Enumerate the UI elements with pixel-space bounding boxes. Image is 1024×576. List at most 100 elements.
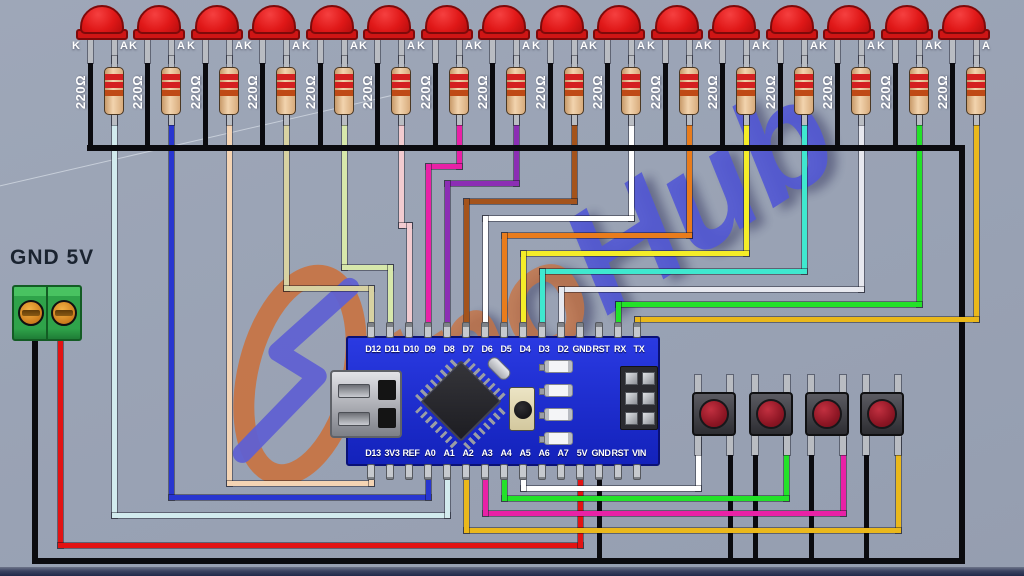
pin-label-TX: TX [633, 344, 645, 354]
led-dome [310, 5, 354, 34]
led-lead-anode [858, 33, 864, 63]
led-lead-cathode [604, 33, 610, 63]
resistor-value-label: 220Ω [360, 74, 375, 110]
bottom-border-strip [0, 567, 1024, 576]
usb-slot [338, 412, 370, 426]
pin-label-D9: D9 [424, 344, 436, 354]
pin-top-D2 [557, 322, 565, 338]
resistor-lead [973, 55, 979, 73]
pin-top-RX [614, 322, 622, 338]
wire-led-10-white-to-D6 [628, 115, 634, 221]
wire-button-1-white-to-A5 [520, 485, 701, 491]
resistor-value-label: 220Ω [188, 74, 203, 110]
resistor-band [622, 74, 640, 80]
resistor-lead [858, 109, 864, 125]
led-lead-anode [801, 33, 807, 63]
resistor-body [334, 67, 354, 115]
terminal-screw-5V [51, 300, 77, 326]
button-leg [840, 375, 846, 397]
resistor-body [449, 67, 469, 115]
wire-led-16-gold-to-TX [634, 316, 979, 322]
resistor-lead [456, 55, 462, 73]
resistor-band [680, 90, 698, 96]
led-dome [885, 5, 929, 34]
pin-label-D11: D11 [384, 344, 400, 354]
led-dome [252, 5, 296, 34]
wire-led-9-brown-to-D7 [463, 198, 469, 331]
button-1-gnd-wire [727, 437, 733, 564]
pin-bottom-VIN [633, 464, 641, 480]
pin-bottom-RST [614, 464, 622, 480]
wire-led-8-purple-to-D8 [444, 180, 450, 331]
led-anode-label: A [637, 40, 645, 52]
header-pin [625, 412, 638, 425]
smd-component [539, 432, 573, 445]
led-cathode-label: K [474, 40, 482, 52]
led-lead-anode [628, 33, 634, 63]
led-dome [540, 5, 584, 34]
resistor-body [161, 67, 181, 115]
led-cathode-label: K [417, 40, 425, 52]
pin-label-D2: D2 [557, 344, 569, 354]
pin-label-A7: A7 [557, 448, 569, 458]
pin-label-A3: A3 [481, 448, 493, 458]
button-leg [752, 433, 758, 455]
pin-top-RST [595, 322, 603, 338]
led-lead-cathode [202, 33, 208, 63]
pin-bottom-A2 [462, 464, 470, 480]
header-pin [642, 392, 655, 405]
pin-bottom-D13 [367, 464, 375, 480]
led-lead-anode [111, 33, 117, 63]
led-anode-label: A [407, 40, 415, 52]
resistor-band [622, 82, 640, 88]
resistor-lead [341, 55, 347, 73]
button-leg [727, 375, 733, 397]
wire-led-5-pale-green-to-D11 [341, 115, 347, 270]
button-3-gnd-wire [808, 437, 814, 564]
resistor-lead [456, 109, 462, 125]
pin-top-D7 [462, 322, 470, 338]
resistor-lead [168, 109, 174, 125]
resistor-band [795, 82, 813, 88]
led-lead-cathode [719, 33, 725, 63]
button-leg [895, 433, 901, 455]
resistor-band [507, 90, 525, 96]
resistor-band [162, 90, 180, 96]
pin-label-REF: REF [402, 448, 420, 458]
button-leg [863, 433, 869, 455]
button-leg [784, 433, 790, 455]
led-lead-anode [168, 33, 174, 63]
led-anode-label: A [177, 40, 185, 52]
led-13-cathode-wire [777, 55, 783, 151]
led-14-cathode-wire [834, 55, 840, 151]
pin-label-D5: D5 [500, 344, 512, 354]
resistor-value-label: 220Ω [475, 74, 490, 110]
pin-top-D12 [367, 322, 375, 338]
led-lead-cathode [87, 33, 93, 63]
push-button-cap [867, 399, 897, 429]
wire-led-3-peach-to-D13 [226, 115, 232, 486]
resistor-lead [571, 55, 577, 73]
wire-led-2-blue-to-A0 [168, 115, 174, 500]
wire-button-1-white-to-A5 [520, 473, 526, 491]
resistor-value-label: 220Ω [73, 74, 88, 110]
wire-led-14-silver-to-D2 [558, 286, 864, 292]
led-anode-label: A [695, 40, 703, 52]
smd-lead [539, 412, 545, 419]
led-lead-anode [973, 33, 979, 63]
header-pin [625, 372, 638, 385]
led-3-cathode-wire [202, 55, 208, 151]
resistor-band [507, 82, 525, 88]
pin-label-D12: D12 [365, 344, 381, 354]
resistor-lead [858, 55, 864, 73]
resistor-lead [801, 55, 807, 73]
led-cathode-label: K [244, 40, 252, 52]
button-leg [727, 433, 733, 455]
resistor-band [795, 74, 813, 80]
resistor-body [506, 67, 526, 115]
resistor-value-label: 220Ω [418, 74, 433, 110]
led-lead-cathode [777, 33, 783, 63]
button-leg [808, 433, 814, 455]
resistor-value-label: 220Ω [303, 74, 318, 110]
resistor-band [450, 90, 468, 96]
